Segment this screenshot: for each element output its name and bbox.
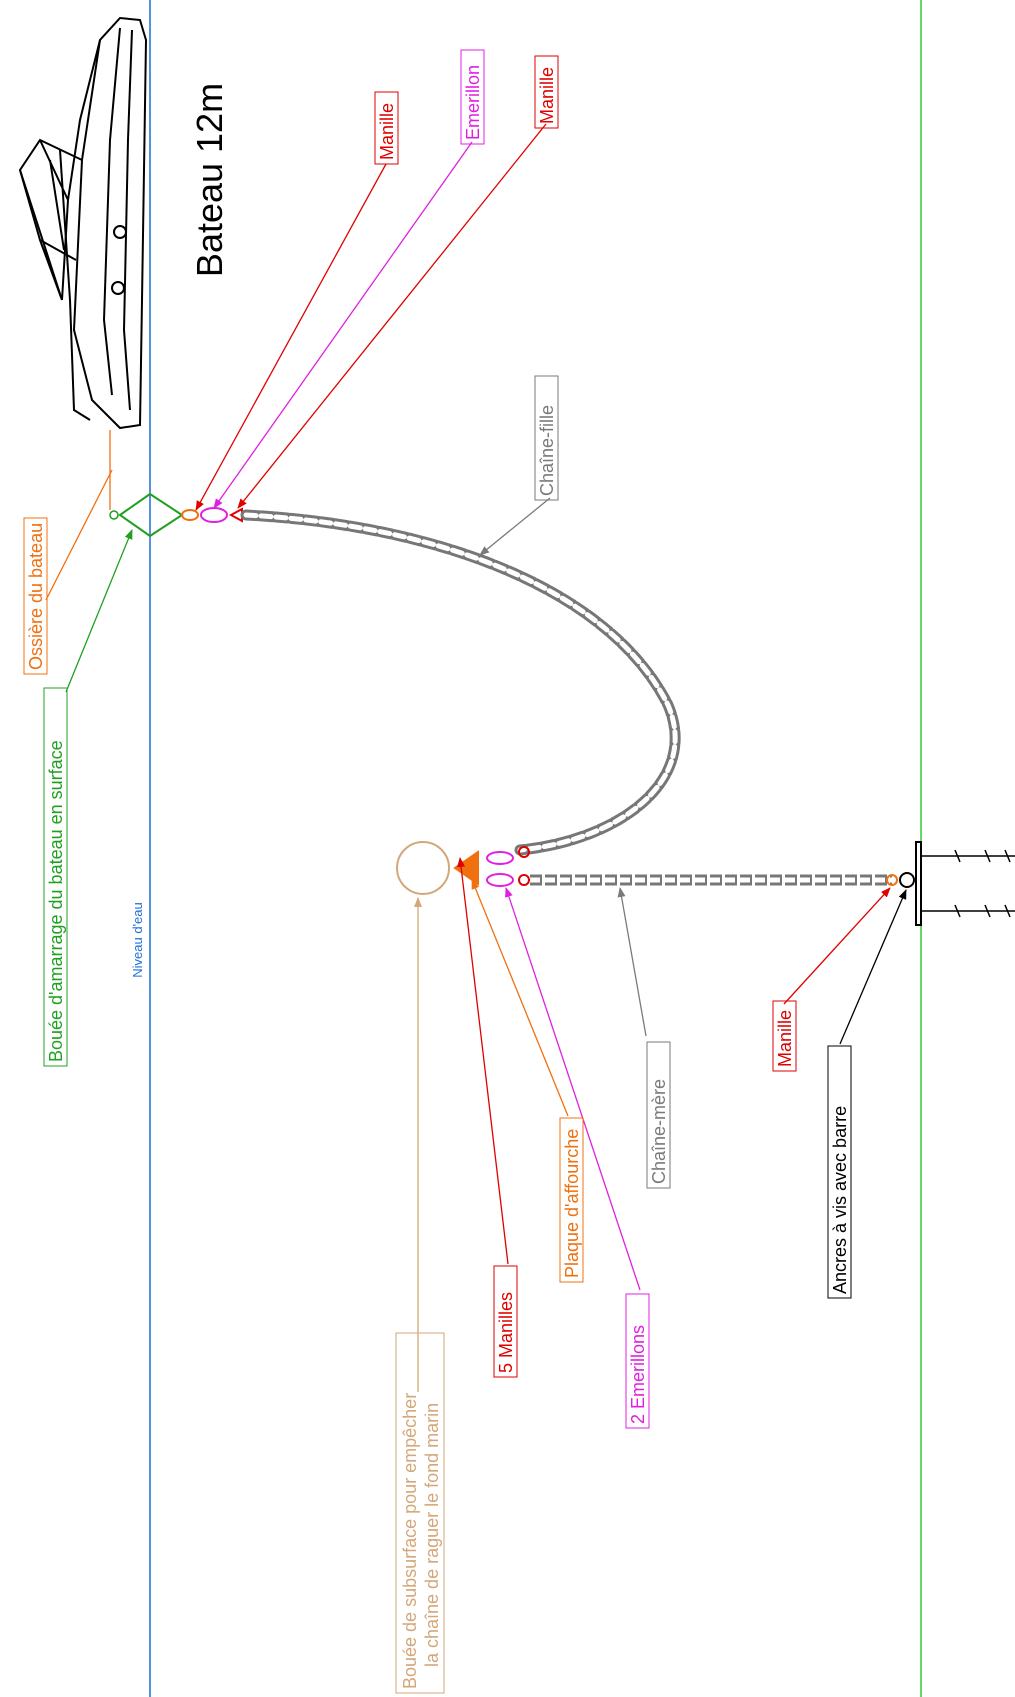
chaine-mere-leader [617,887,647,1037]
manille-bottom-leader [783,887,891,1005]
affourche-plate-icon [453,850,479,886]
anchor-shackle [886,874,898,886]
deux-emerillons-label: 2 Emerillons [628,1325,648,1424]
ossiere-ring [109,510,119,520]
chaine-mere-label: Chaîne-mère [649,1079,669,1184]
ancres-leader [839,889,907,1045]
top-shackle-2 [228,507,243,523]
lower-shackle-1 [518,846,530,858]
chaine-fille-chain [240,509,681,856]
deux-emerillons-leader [505,887,641,1291]
top-swivel [200,507,228,523]
subsurface-buoy-icon [396,841,450,895]
boat-title: Bateau 12m [189,83,230,277]
manille-top-1-label: Manille [377,103,397,160]
bouee-subsurface-label-line2: la chaîne de raguer le fond marin [422,1403,442,1667]
bouee-subsurface-label-line1: Bouée de subsurface pour empêcher [400,1393,420,1689]
boat-icon [18,16,148,430]
bouee-amarrage-leader [65,529,133,693]
lower-swivel-1 [486,851,514,865]
lower-swivel-2 [486,873,514,887]
water-level-label: Niveau d'eau [130,902,145,977]
ossiere-label: Ossière du bateau [26,523,46,670]
anchor-bar-icon [915,841,922,926]
chaine-fille-leader [479,497,551,556]
manille-bottom-label: Manille [775,1010,795,1067]
ancres-label: Ancres à vis avec barre [830,1106,850,1294]
top-shackle-1 [181,509,199,521]
plaque-affourche-leader [471,879,569,1117]
cinq-manilles-leader [457,857,509,1265]
anchor-ring [899,872,915,888]
ossiere-leader [45,469,113,601]
emerillon-top-leader [213,141,473,509]
manille-top-2-leader [237,123,547,509]
cinq-manilles-label: 5 Manilles [496,1292,516,1373]
manille-top-2-label: Manille [537,67,557,124]
surface-buoy-icon [118,492,184,538]
emerillon-top-label: Emerillon [463,65,483,140]
screw-anchors-icon [921,849,1015,918]
bouee-amarrage-label: Bouée d'amarrage du bateau en surface [46,740,66,1062]
manille-top-1-leader [195,163,387,511]
plaque-affourche-label: Plaque d'affourche [562,1129,582,1278]
chaine-fille-chain-inner [243,512,678,853]
chaine-fille-label: Chaîne-fille [537,405,557,496]
lower-shackle-2 [518,874,530,886]
